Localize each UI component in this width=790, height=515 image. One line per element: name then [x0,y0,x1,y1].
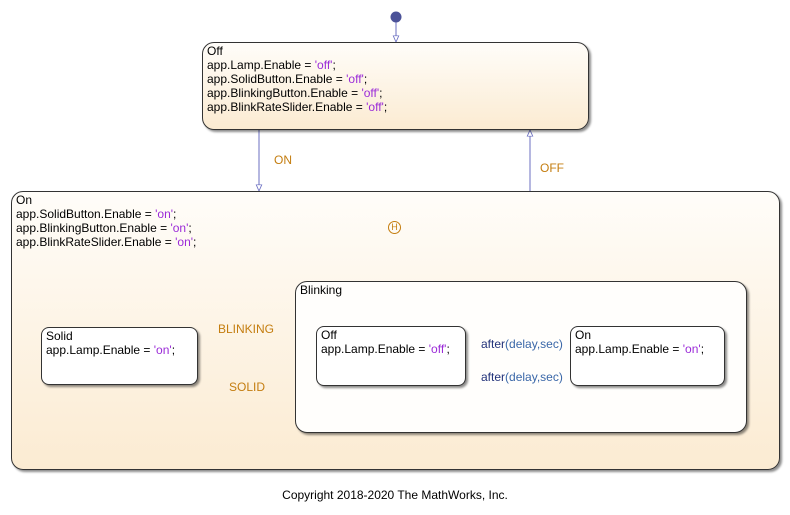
state-blink-off[interactable]: Off app.Lamp.Enable = 'off'; [316,326,466,386]
action-line: app.Lamp.Enable = 'off'; [321,342,450,356]
state-off-name: Off [207,44,223,58]
action-line: app.BlinkingButton.Enable = 'on'; [16,221,192,235]
state-on-name: On [16,193,33,207]
action-line: app.BlinkRateSlider.Enable = 'off'; [207,100,388,114]
transition-label-solid[interactable]: SOLID [229,380,266,394]
action-line: app.Lamp.Enable = 'on'; [575,342,705,356]
state-blink-on-name: On [575,328,592,342]
transition-label-blinking[interactable]: BLINKING [218,322,275,336]
state-blink-off-name: Off [321,328,337,342]
action-line: app.Lamp.Enable = 'on'; [46,343,176,357]
history-junction[interactable]: H [388,221,401,234]
copyright-text: Copyright 2018-2020 The MathWorks, Inc. [282,488,508,502]
state-solid-name: Solid [46,329,73,343]
state-blink-on[interactable]: On app.Lamp.Enable = 'on'; [570,326,725,386]
default-dot-off [390,11,402,23]
action-line: app.BlinkRateSlider.Enable = 'on'; [16,235,197,249]
state-solid-actions: app.Lamp.Enable = 'on'; [46,343,175,357]
transition-label-off[interactable]: OFF [540,161,564,175]
action-line: app.SolidButton.Enable = 'on'; [16,207,177,221]
transition-label-after-top[interactable]: after(delay,sec) [481,337,563,351]
state-on-actions: app.SolidButton.Enable = 'on'; app.Blink… [16,207,196,249]
action-line: app.SolidButton.Enable = 'off'; [207,72,368,86]
action-line: app.Lamp.Enable = 'off'; [207,58,336,72]
state-off[interactable]: Off app.Lamp.Enable = 'off'; app.SolidBu… [202,42,589,130]
transition-label-after-bottom[interactable]: after(delay,sec) [481,370,563,384]
action-line: app.BlinkingButton.Enable = 'off'; [207,86,383,100]
transition-label-on[interactable]: ON [274,153,292,167]
state-blink-off-actions: app.Lamp.Enable = 'off'; [321,342,450,356]
state-solid[interactable]: Solid app.Lamp.Enable = 'on'; [41,327,198,385]
state-blinking-name: Blinking [300,283,343,297]
state-blink-on-actions: app.Lamp.Enable = 'on'; [575,342,704,356]
state-off-actions: app.Lamp.Enable = 'off'; app.SolidButton… [207,58,387,114]
